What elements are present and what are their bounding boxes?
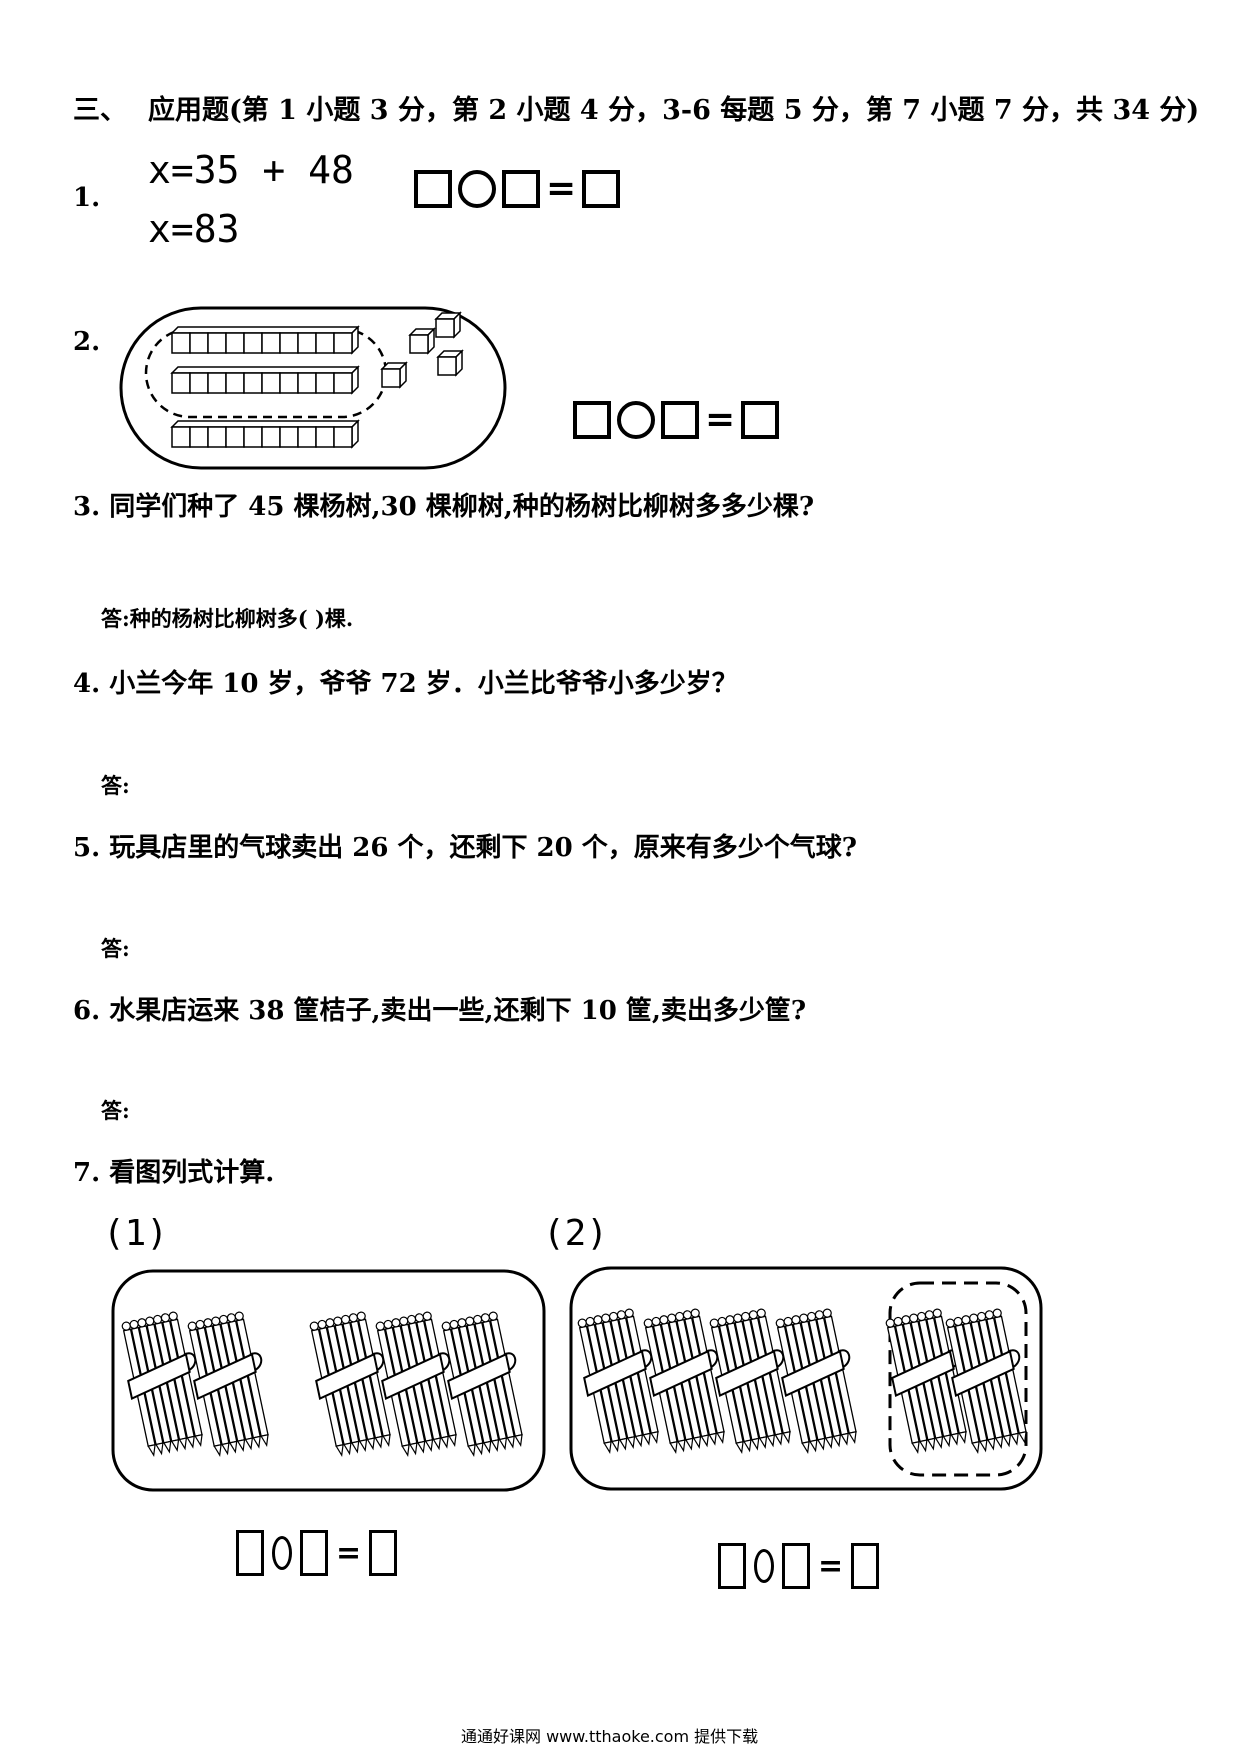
q2-answer-template: = [573, 399, 780, 440]
pencil-bundle [945, 1308, 1027, 1455]
q3-answer-line[interactable]: 答:种的杨树比柳树多( )棵. [101, 606, 354, 631]
pencil-bundle [885, 1308, 967, 1455]
unit-cube [434, 311, 462, 339]
q2-blocks-figure [119, 306, 507, 470]
q1-number: 1. [73, 183, 101, 213]
q7-part2-figure [569, 1266, 1043, 1491]
pencil-bundle [775, 1308, 857, 1455]
q1-equation-line2: x=83 [148, 207, 240, 251]
q6-text: 6. 水果店运来 38 筐桔子,卖出一些,还剩下 10 筐,卖出多少筐? [73, 996, 807, 1026]
q7p2-blank-box-2[interactable] [782, 1543, 810, 1589]
pencil-bundle [577, 1308, 659, 1455]
pencil-bundle [375, 1311, 457, 1458]
q7p2-blank-box-1[interactable] [718, 1543, 746, 1589]
footer-text: 通通好课网 www.tthaoke.com 提供下载 [461, 1727, 759, 1746]
unit-cube [436, 349, 464, 377]
q6-answer-line[interactable]: 答: [101, 1098, 130, 1123]
q1-operator-circle[interactable] [458, 169, 496, 208]
pencil-bundle [187, 1311, 269, 1458]
q7p1-blank-box-2[interactable] [300, 1530, 328, 1576]
q7p1-operator-circle[interactable] [272, 1536, 292, 1570]
q2-equals-sign: = [705, 399, 736, 440]
q7-part2-label: (2) [543, 1213, 609, 1254]
q5-answer-line[interactable]: 答: [101, 936, 130, 961]
q2-result-box[interactable] [741, 400, 780, 439]
ten-rod [170, 325, 360, 355]
q1-answer-template: = [414, 168, 621, 209]
q3-text: 3. 同学们种了 45 棵杨树,30 棵柳树,种的杨树比柳树多多少棵? [73, 492, 815, 522]
q7p2-equals-sign: = [818, 1548, 844, 1584]
q7p2-operator-circle[interactable] [754, 1549, 774, 1583]
unit-cube [380, 361, 408, 389]
q1-blank-box-1[interactable] [414, 169, 452, 208]
q7p2-result-box[interactable] [851, 1543, 880, 1589]
q1-equals-sign: = [546, 168, 577, 209]
q2-operator-circle[interactable] [617, 400, 655, 439]
pencil-bundle [643, 1308, 725, 1455]
pencil-bundle [121, 1311, 203, 1458]
q7-part1-answer-template: = [236, 1530, 398, 1576]
q7p1-blank-box-1[interactable] [236, 1530, 264, 1576]
q7-text: 7. 看图列式计算. [73, 1158, 275, 1188]
q1-blank-box-2[interactable] [502, 169, 540, 208]
q1-equation-line1: x=35 + 48 [148, 148, 354, 192]
pencil-bundle [441, 1311, 523, 1458]
q7-part2-answer-template: = [718, 1543, 880, 1589]
q2-blank-box-2[interactable] [661, 400, 699, 439]
section-title: 应用题(第 1 小题 3 分，第 2 小题 4 分，3-6 每题 5 分，第 7… [148, 95, 1200, 126]
q2-blank-box-1[interactable] [573, 400, 611, 439]
unit-cube [408, 327, 436, 355]
ten-rod [170, 365, 360, 395]
section-number: 三、 [73, 95, 127, 126]
q7-part1-figure [111, 1269, 546, 1492]
q5-text: 5. 玩具店里的气球卖出 26 个，还剩下 20 个，原来有多少个气球? [73, 833, 857, 863]
q1-result-box[interactable] [582, 169, 621, 208]
q4-text: 4. 小兰今年 10 岁，爷爷 72 岁．小兰比爷爷小多少岁？ [73, 669, 738, 699]
q7-part1-label: (1) [103, 1213, 169, 1254]
ten-rod [170, 419, 360, 449]
q7p1-result-box[interactable] [369, 1530, 398, 1576]
q4-answer-line[interactable]: 答: [101, 773, 130, 798]
pencil-bundle [709, 1308, 791, 1455]
pencil-bundle [309, 1311, 391, 1458]
q2-number: 2. [73, 327, 101, 357]
q7p1-equals-sign: = [336, 1535, 362, 1571]
